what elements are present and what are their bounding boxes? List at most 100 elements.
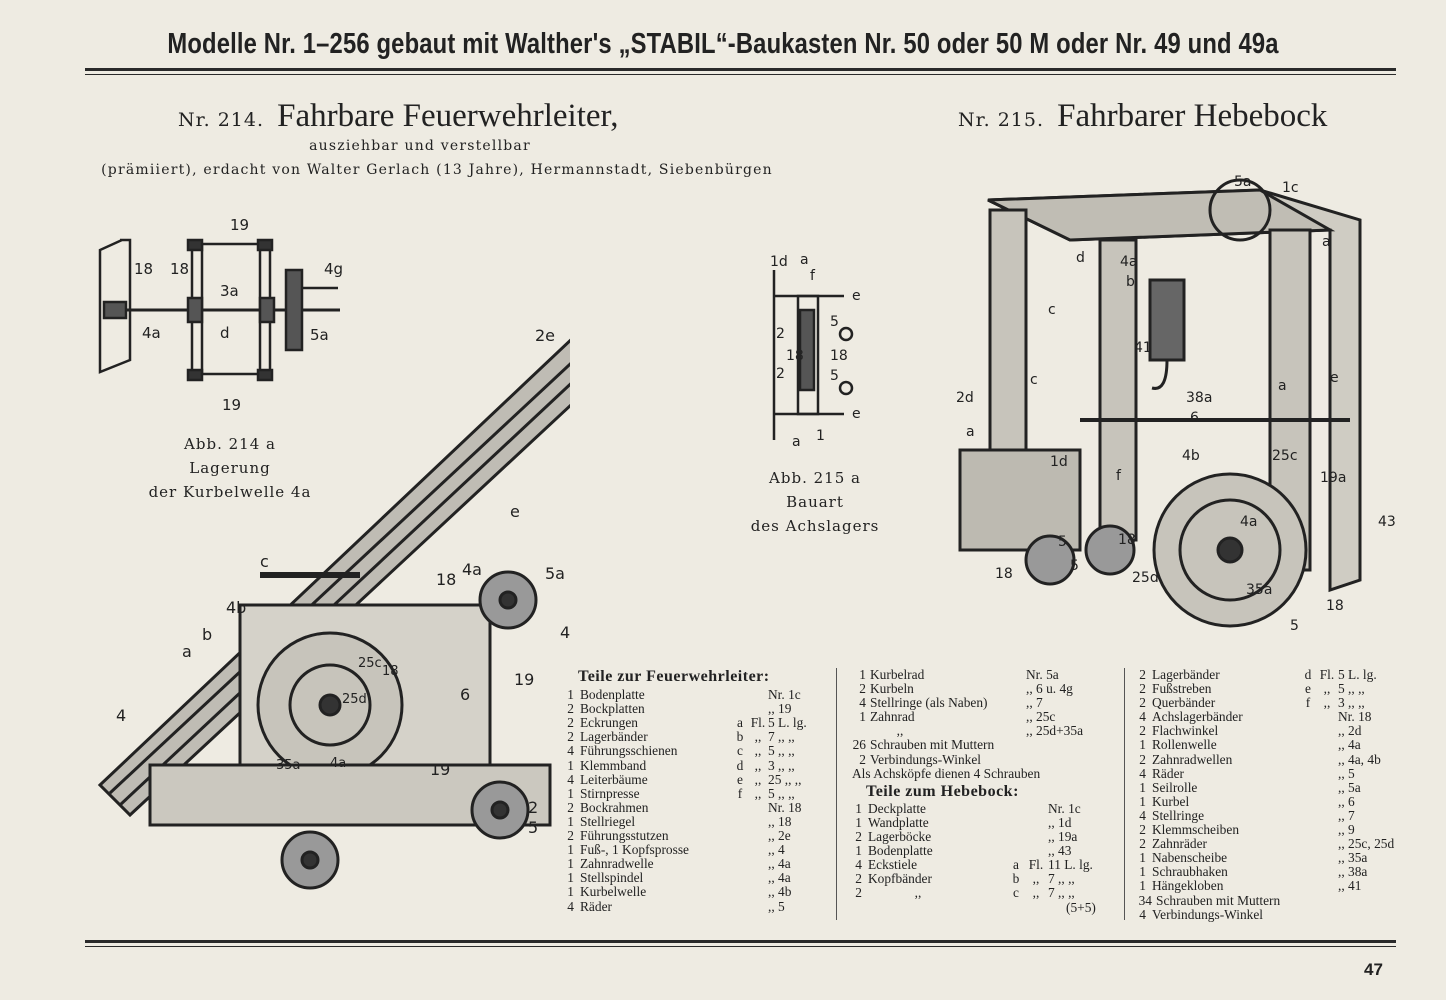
figure-214a-drawing: 19 18 18 3a 4g 4a d 5a 19 bbox=[98, 216, 343, 414]
figure-215a-caption: Abb. 215 a Bauart des Achslagers bbox=[720, 466, 910, 538]
flag bbox=[1316, 781, 1338, 795]
flag: ,, bbox=[754, 729, 762, 745]
fig214a-label: 19 bbox=[230, 216, 249, 234]
part-name: Fuß-, 1 Kopfsprosse bbox=[580, 842, 689, 858]
hebebock-drawing: 5a 1c d 4a c b a 41 38a 6 2d a 1d f 4b 2… bbox=[956, 174, 1396, 634]
hebebock-label: c bbox=[1030, 372, 1038, 388]
code: 5 L. lg. bbox=[768, 715, 807, 731]
tag: d bbox=[736, 757, 744, 773]
qty: 1 bbox=[1139, 793, 1146, 809]
flag bbox=[748, 857, 768, 871]
part-name: Führungsstutzen bbox=[580, 828, 669, 844]
ladder-label: 25d bbox=[342, 692, 367, 707]
qty: 1 bbox=[1139, 850, 1146, 866]
part-name: Kurbelrad bbox=[870, 667, 925, 682]
hebebock-label: 18 bbox=[1326, 598, 1344, 614]
hebebock-label: 2d bbox=[956, 390, 974, 406]
flag bbox=[1316, 738, 1338, 752]
flag: ,, bbox=[1032, 871, 1040, 887]
figure-215a-caption-1: Abb. 215 a bbox=[769, 469, 861, 487]
flag bbox=[748, 829, 768, 843]
figure-214a-caption-3: der Kurbelwelle 4a bbox=[148, 483, 312, 501]
tag: c bbox=[1013, 885, 1019, 901]
code: ,, 25c, 25d bbox=[1338, 836, 1395, 852]
ladder-label: 4a bbox=[462, 560, 482, 579]
tag bbox=[1300, 781, 1316, 795]
code: Nr. 1c bbox=[768, 687, 801, 703]
part-name: Bockplatten bbox=[580, 701, 645, 717]
tag bbox=[1300, 753, 1316, 767]
code: ,, 4a bbox=[1338, 737, 1361, 753]
qty: 2 bbox=[855, 885, 862, 901]
flag bbox=[748, 801, 768, 815]
hebebock-label: e bbox=[1330, 370, 1339, 386]
tag: c bbox=[737, 743, 743, 759]
tag bbox=[1300, 865, 1316, 879]
code: ,, 38a bbox=[1338, 864, 1368, 880]
figure-214a-caption-2: Lagerung bbox=[189, 459, 271, 477]
hebebock-label: 4b bbox=[1182, 448, 1200, 464]
qty: 2 bbox=[1139, 723, 1146, 739]
tag bbox=[1008, 830, 1024, 844]
flag bbox=[1316, 767, 1338, 781]
tag bbox=[732, 829, 748, 843]
part-name: Verbindungs-Winkel bbox=[870, 751, 982, 767]
code: ,, 7 bbox=[1338, 807, 1355, 823]
hebebock-label: 4a bbox=[1240, 514, 1258, 530]
fig215a-label: 1 bbox=[816, 428, 825, 444]
hebebock-label: 4a bbox=[1120, 254, 1138, 270]
hebebock-label: d bbox=[1076, 250, 1085, 266]
code: ,, 2d bbox=[1338, 723, 1362, 739]
fig214a-label: d bbox=[220, 324, 230, 342]
tag bbox=[732, 843, 748, 857]
tag: a bbox=[1013, 857, 1019, 873]
fig215a-label: e bbox=[852, 288, 861, 304]
hebebock-label: 1d bbox=[1050, 454, 1068, 470]
code: ,, 25c bbox=[1026, 709, 1056, 725]
code: ,, 6 u. 4g bbox=[1026, 681, 1073, 697]
parts-hebebock-note: (5+5) bbox=[1066, 899, 1096, 915]
part-name: ,, bbox=[914, 885, 922, 901]
fig215a-label: 2 bbox=[776, 326, 785, 342]
tag bbox=[1008, 802, 1024, 816]
flag bbox=[748, 900, 768, 914]
qty: 2 bbox=[855, 871, 862, 887]
qty: 1 bbox=[567, 842, 574, 858]
ladder-label: 4a bbox=[330, 756, 346, 771]
fig214a-label: 3a bbox=[220, 282, 239, 300]
tag bbox=[1300, 837, 1316, 851]
flag: ,, bbox=[754, 785, 762, 801]
part-name: Zahnrad bbox=[870, 709, 915, 725]
fig215a-label: 18 bbox=[830, 348, 848, 364]
fig214a-label: 18 bbox=[170, 260, 189, 278]
flag: Fl. bbox=[1319, 667, 1335, 682]
ladder-label: 6 bbox=[460, 685, 470, 704]
code: ,, 19 bbox=[768, 701, 792, 717]
qty bbox=[852, 724, 866, 738]
flag: ,, bbox=[754, 743, 762, 759]
part-name: Kurbel bbox=[1152, 793, 1190, 809]
qty: 1 bbox=[567, 757, 574, 773]
hebebock-label: 1c bbox=[1282, 180, 1299, 196]
qty: 2 bbox=[567, 701, 574, 717]
tag bbox=[1300, 767, 1316, 781]
code: ,, 9 bbox=[1338, 822, 1355, 838]
tag: e bbox=[1305, 681, 1311, 697]
hebebock-label: 18 bbox=[995, 566, 1013, 582]
part-name: Räder bbox=[1152, 765, 1184, 781]
model-214-title: Fahrbare Feuerwehrleiter, bbox=[277, 98, 619, 134]
figure-214a-caption-1: Abb. 214 a bbox=[184, 435, 276, 453]
